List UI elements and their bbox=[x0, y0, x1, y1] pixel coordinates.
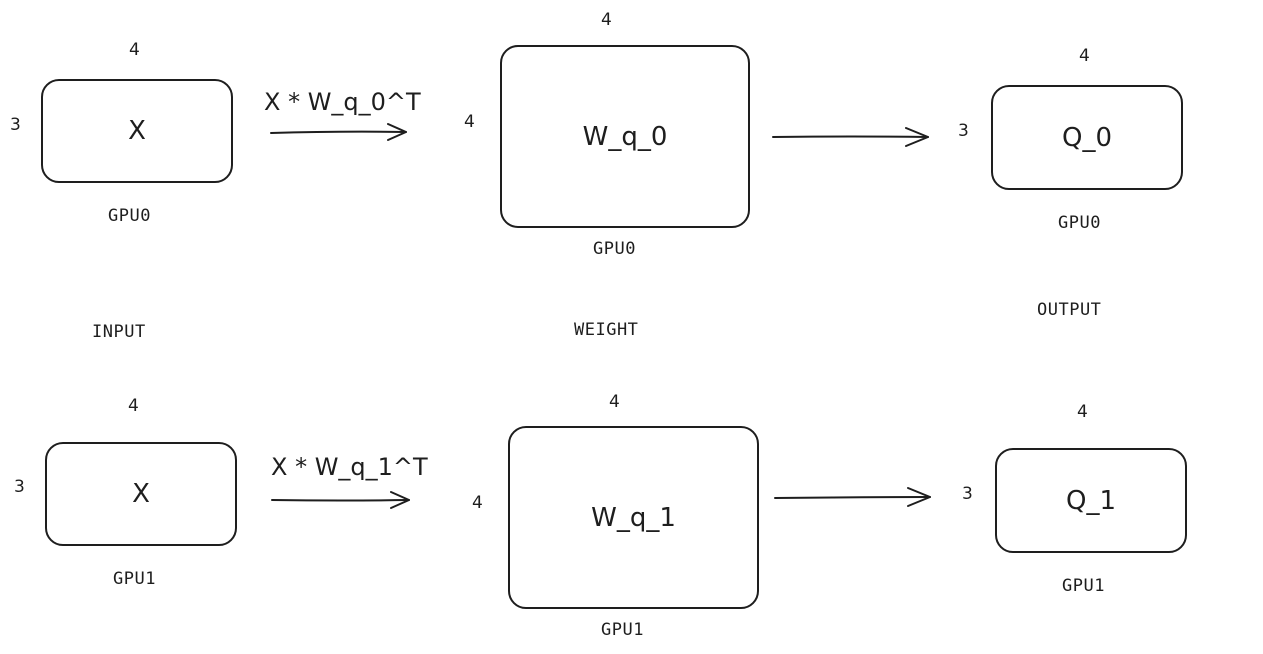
input-matrix-box: X bbox=[41, 79, 233, 183]
weight-height-dim: 4 bbox=[464, 112, 475, 132]
weight-width-dim: 4 bbox=[601, 10, 612, 30]
input-matrix-label: X bbox=[132, 479, 150, 509]
input-matrix-box: X bbox=[45, 442, 237, 546]
arrow-weight-to-output bbox=[772, 127, 929, 147]
weight-matrix-box: W_q_0 bbox=[500, 45, 750, 228]
weight-matrix-label: W_q_1 bbox=[591, 502, 676, 533]
section-label-input: INPUT bbox=[92, 322, 146, 342]
section-label-output: OUTPUT bbox=[1037, 300, 1102, 320]
weight-matrix-label: W_q_0 bbox=[582, 121, 668, 152]
weight-device-label: GPU0 bbox=[593, 239, 636, 259]
output-matrix-box: Q_0 bbox=[991, 85, 1183, 190]
arrow-input-to-weight bbox=[270, 123, 407, 141]
arrow-weight-to-output bbox=[774, 487, 931, 507]
output-height-dim: 3 bbox=[958, 121, 969, 141]
output-device-label: GPU0 bbox=[1058, 213, 1101, 233]
output-width-dim: 4 bbox=[1077, 402, 1088, 422]
arrow-input-to-weight bbox=[271, 491, 410, 509]
weight-matrix-box: W_q_1 bbox=[508, 426, 759, 609]
input-device-label: GPU1 bbox=[113, 569, 156, 589]
operation-label: X * W_q_0^T bbox=[264, 88, 421, 116]
weight-width-dim: 4 bbox=[609, 392, 620, 412]
input-device-label: GPU0 bbox=[108, 206, 151, 226]
output-matrix-label: Q_0 bbox=[1061, 122, 1112, 153]
input-height-dim: 3 bbox=[10, 115, 21, 135]
output-height-dim: 3 bbox=[962, 484, 973, 504]
output-matrix-label: Q_1 bbox=[1065, 485, 1116, 516]
input-matrix-label: X bbox=[128, 116, 146, 146]
output-matrix-box: Q_1 bbox=[995, 448, 1187, 553]
output-device-label: GPU1 bbox=[1062, 576, 1105, 596]
weight-device-label: GPU1 bbox=[601, 620, 644, 640]
weight-height-dim: 4 bbox=[472, 493, 483, 513]
section-label-weight: WEIGHT bbox=[574, 320, 639, 340]
input-width-dim: 4 bbox=[128, 396, 139, 416]
input-width-dim: 4 bbox=[129, 40, 140, 60]
input-height-dim: 3 bbox=[14, 477, 25, 497]
operation-label: X * W_q_1^T bbox=[271, 453, 428, 481]
output-width-dim: 4 bbox=[1079, 46, 1090, 66]
